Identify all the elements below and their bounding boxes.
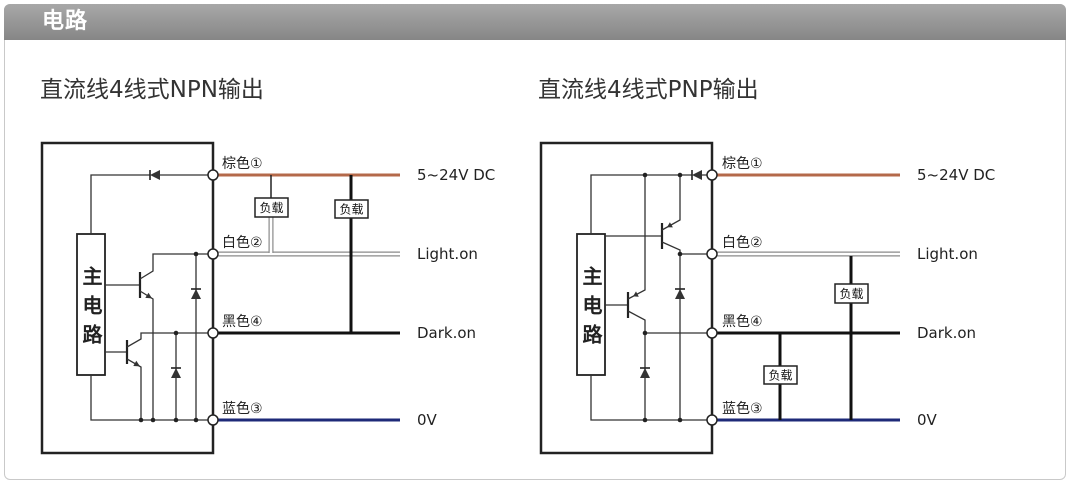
pnp-clamp-diode-dark [640,368,650,378]
npn-supply-rail [90,174,208,234]
npn-clamp-diode-light [191,289,201,299]
pnp-diagram-title: 直流线4线式PNP输出 [538,77,759,103]
pnp-junction-dot [677,417,683,423]
pnp-terminal-blue [706,414,718,426]
pnp-main-circuit-label: 主电路 [579,265,603,353]
pnp-junction-dot [677,251,683,257]
section-title: 电路 [42,9,89,34]
pnp-junction-dot [677,172,683,178]
npn-terminal-blue [207,414,219,426]
npn-wire-label-black: 黑色④ [222,313,263,330]
pnp-diagram: 负载 负载 棕色① 白色② 黑色④ 蓝色③ 5~24V DC Light.on … [539,141,995,455]
pnp-wire-label-black: 黑色④ [722,313,763,330]
pnp-signal-dark-on: Dark.on [917,324,976,342]
npn-junction-dot [193,417,199,423]
npn-junction-dot [193,251,199,257]
pnp-q1-emitter [661,175,681,231]
section-header: 电路 [4,4,1066,40]
npn-transistor-light [105,253,208,420]
npn-signal-light-on: Light.on [417,245,478,263]
pnp-wire-label-blue: 蓝色③ [722,400,763,417]
npn-wire-label-blue: 蓝色③ [222,400,263,417]
npn-q1-emitter [139,290,154,420]
pnp-terminal-brown [706,169,718,181]
pnp-supply-diode [692,170,702,180]
pnp-signal-0v: 0V [917,411,938,429]
pnp-wire-label-white: 白色② [722,234,763,251]
pnp-ground-rail [590,375,707,421]
npn-diagram: 负载 负载 棕色① 白色② 黑色④ 蓝色③ 5~24V DC Light.on … [40,141,495,455]
npn-load1-box [254,197,289,218]
npn-signal-dark-on: Dark.on [417,324,476,342]
pnp-q2-emitter [627,175,646,300]
npn-terminal-white [207,248,219,260]
npn-q2-emitter-arrow [133,360,140,367]
npn-junction-dot [150,417,156,423]
pnp-q1-collector [661,241,707,255]
npn-clamp-diode-dark [171,368,181,378]
npn-wire-label-white: 白色② [222,234,263,251]
pnp-load1-label: 负载 [839,287,863,301]
npn-main-circuit-label: 主电路 [79,265,103,353]
npn-ground-rail [90,375,208,421]
pnp-wire-label-brown: 棕色① [722,155,763,172]
npn-q1-collector [139,253,208,280]
npn-load2-label: 负载 [339,203,363,217]
pnp-junction-dot [642,330,648,336]
npn-q1-emitter-arrow [145,292,152,299]
npn-load1-label: 负载 [259,201,283,215]
npn-transistor-dark [105,332,208,420]
npn-diagram-title: 直流线4线式NPN输出 [40,77,264,103]
pnp-signal-light-on: Light.on [917,245,978,263]
pnp-q2-collector [627,310,707,334]
npn-junction-dot [138,417,144,423]
npn-junction-dot [173,417,179,423]
pnp-junction-dot [642,417,648,423]
pnp-sensor-housing [539,141,714,455]
npn-main-circuit-label-box: 主电路 [77,234,105,375]
pnp-main-circuit-label-box: 主电路 [577,234,605,375]
npn-wire-label-brown: 棕色① [222,155,263,172]
pnp-junction-dot [642,172,648,178]
npn-terminal-brown [207,169,219,181]
npn-junction-dot [173,330,179,336]
pnp-load2-label: 负载 [768,369,792,383]
pnp-clamp-diode-light [675,289,685,299]
pnp-main-circuit-box [576,233,606,376]
pnp-terminal-black [706,327,718,339]
npn-signal-0v: 0V [417,411,438,429]
npn-supply-diode [150,170,160,180]
pnp-transistor-light [605,175,707,255]
pnp-q2-emitter-arrow [633,291,639,297]
npn-load2-box [334,199,369,219]
npn-q2-emitter [126,358,142,420]
pnp-terminal-white [706,248,718,260]
pnp-supply-rail [590,174,707,234]
npn-sensor-housing [40,141,215,455]
pnp-load2-box [763,365,798,385]
pnp-signal-supply: 5~24V DC [917,166,995,184]
pnp-load1-box [834,283,869,304]
pnp-transistor-dark [605,175,707,334]
npn-terminal-black [207,327,219,339]
pnp-q1-emitter-arrow [667,222,673,228]
npn-signal-supply: 5~24V DC [417,166,495,184]
